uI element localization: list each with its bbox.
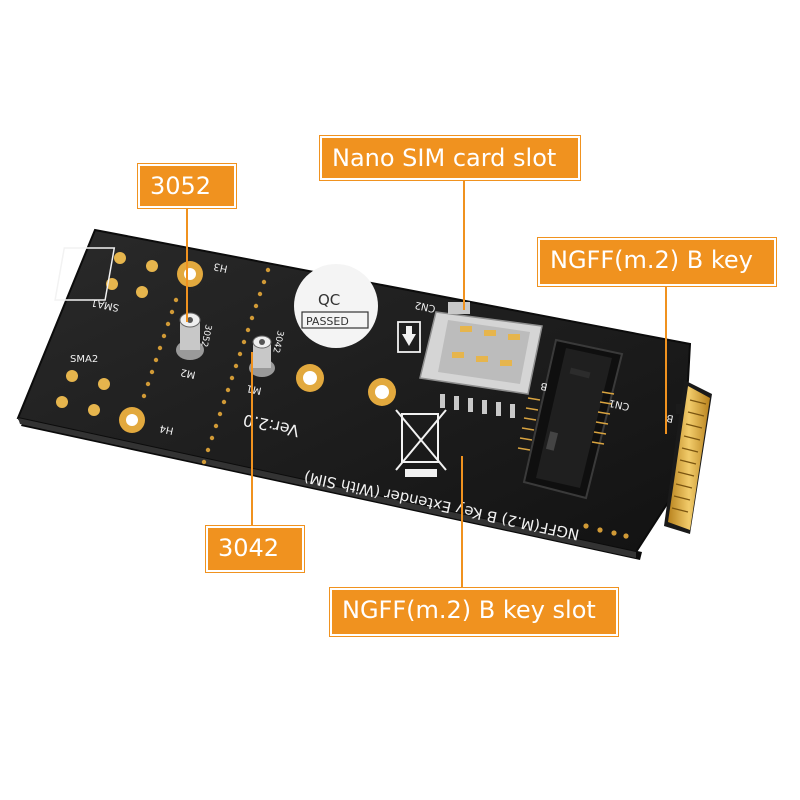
standoff-3042 — [249, 335, 275, 377]
silk-b-mark: B — [665, 412, 674, 424]
qc-label: QC — [318, 291, 340, 309]
callout-ngff-b-key-slot: NGFF(m.2) B key slot — [330, 588, 618, 636]
standoff-3052 — [176, 312, 204, 360]
qc-passed-sticker: QC PASSED — [294, 264, 378, 348]
gold-edge-connector — [664, 380, 712, 534]
m2-b-key-slot-connector — [517, 338, 624, 500]
silk-3042: 3042 — [270, 329, 285, 353]
silk-cn1: CN1 — [608, 397, 631, 412]
callout-ngff-b-key: NGFF(m.2) B key — [538, 238, 776, 286]
qc-passed-label: PASSED — [306, 315, 349, 328]
silk-3052: 3052 — [198, 323, 213, 347]
silk-h3: H3 — [213, 260, 229, 274]
callout-3052: 3052 — [138, 164, 236, 208]
silk-b-mark-2: B — [539, 380, 548, 392]
callout-nano-sim-card-slot: Nano SIM card slot — [320, 136, 580, 180]
sma1-pads — [54, 247, 158, 301]
mounting-holes — [119, 261, 396, 433]
weee-bin-icon — [395, 409, 447, 477]
silk-m2: M2 — [180, 366, 197, 380]
silk-sma2: SMA2 — [70, 354, 98, 365]
silk-cn2: CN2 — [414, 299, 437, 314]
silk-h4: H4 — [159, 422, 175, 436]
silk-m1: M1 — [246, 382, 263, 396]
via-rows — [141, 267, 629, 539]
nano-sim-slot — [419, 302, 543, 418]
sma2-pads — [56, 370, 110, 416]
leader-lines — [186, 178, 667, 590]
callout-3042: 3042 — [206, 526, 304, 572]
insert-arrow-mark — [397, 321, 421, 353]
pcb-bottom-edge — [18, 418, 636, 558]
